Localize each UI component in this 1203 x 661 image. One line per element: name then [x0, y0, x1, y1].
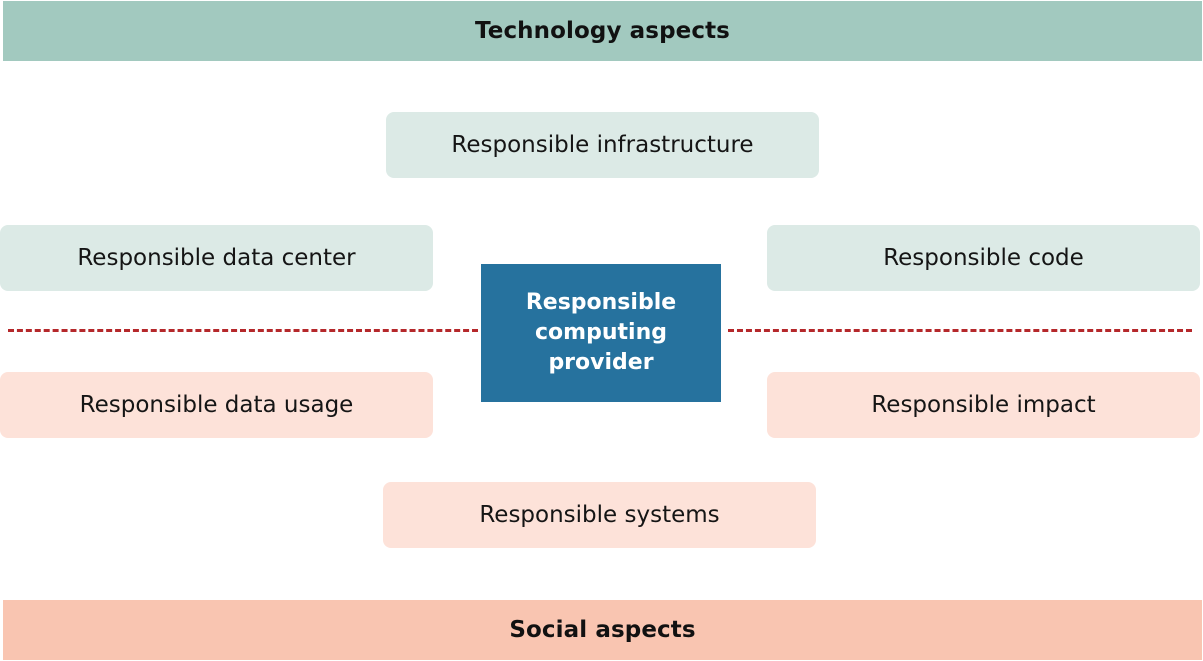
responsible-code-box: Responsible code [767, 225, 1200, 291]
responsible-data-center-box: Responsible data center [0, 225, 433, 291]
center-label-line-1: Responsible [525, 290, 677, 315]
responsible-systems-label: Responsible systems [479, 502, 720, 528]
technology-aspects-band: Technology aspects [3, 1, 1202, 61]
center-label-line-3: provider [548, 350, 654, 375]
responsible-systems-box: Responsible systems [383, 482, 816, 548]
responsible-data-usage-label: Responsible data usage [79, 392, 354, 418]
responsible-impact-box: Responsible impact [767, 372, 1200, 438]
responsible-impact-label: Responsible impact [871, 392, 1096, 418]
social-aspects-band: Social aspects [3, 600, 1202, 660]
social-aspects-label: Social aspects [509, 617, 696, 643]
center-label-line-2: computing [535, 320, 667, 345]
technology-aspects-label: Technology aspects [475, 18, 730, 44]
responsible-data-usage-box: Responsible data usage [0, 372, 433, 438]
responsible-code-label: Responsible code [883, 245, 1084, 271]
responsible-infrastructure-box: Responsible infrastructure [386, 112, 819, 178]
responsible-data-center-label: Responsible data center [77, 245, 356, 271]
responsible-infrastructure-label: Responsible infrastructure [451, 132, 754, 158]
responsible-computing-provider-box: Responsible computing provider [481, 264, 721, 402]
divider-right-dashed-line [728, 329, 1192, 332]
divider-left-dashed-line [8, 329, 478, 332]
